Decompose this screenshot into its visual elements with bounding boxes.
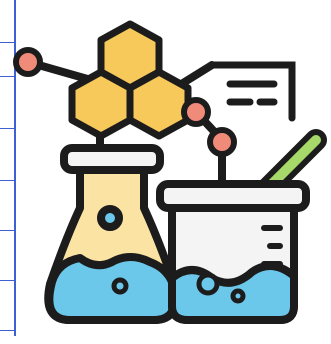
atom-nodes-icon — [13, 47, 237, 157]
flask-bubbles-icon — [111, 277, 129, 295]
grid-line-horizontal — [0, 280, 15, 281]
beaker-scale-marks-icon — [261, 225, 283, 267]
molecule-hexagons-icon — [68, 20, 192, 140]
grid-line-horizontal — [0, 128, 15, 129]
grid-line-horizontal — [0, 180, 15, 181]
grid-line-vertical — [14, 0, 16, 336]
grid-line-horizontal — [0, 230, 15, 231]
grid-line-horizontal — [0, 76, 15, 77]
grid-line-horizontal — [0, 330, 15, 331]
erlenmeyer-flask-icon — [44, 144, 180, 324]
notes-lines-icon — [208, 61, 296, 122]
beaker-bubbles-icon — [196, 272, 246, 304]
grid-line-horizontal — [0, 42, 15, 43]
